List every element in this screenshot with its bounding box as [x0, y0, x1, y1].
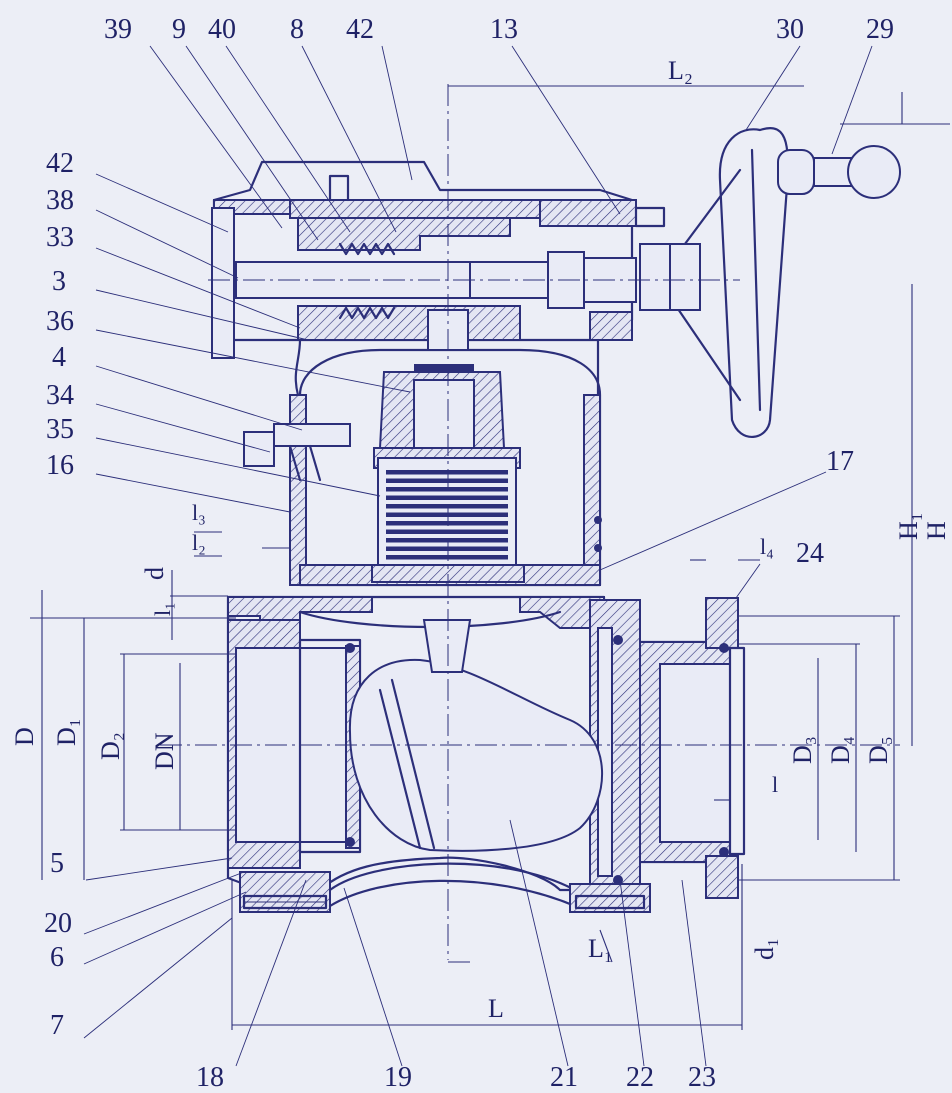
- dim-label-D1: D₁: [52, 718, 81, 746]
- dim-label-l4: l₄: [760, 534, 774, 559]
- handwheel: [669, 127, 901, 438]
- part-label-36: 36: [46, 306, 74, 337]
- part-label-4: 4: [52, 342, 66, 373]
- dim-label-H1: H₁: [894, 512, 923, 540]
- bellows-convolution: [386, 470, 508, 475]
- dim-label-L1: L₁: [588, 934, 613, 963]
- dim-label-H: H: [922, 521, 951, 540]
- part-label-6: 6: [50, 942, 64, 973]
- dim-label-L2: L₂: [668, 56, 693, 85]
- bellows-convolution: [386, 529, 508, 534]
- leader-lines: [83, 45, 873, 1067]
- dim-label-l1: l₁: [150, 602, 175, 616]
- dim-label-d1: d₁: [750, 937, 779, 960]
- bellows-convolution: [386, 487, 508, 492]
- bellows-convolution: [386, 538, 508, 543]
- bellows: [386, 470, 508, 560]
- part-label-19: 19: [384, 1062, 412, 1093]
- dim-label-L: L: [488, 994, 504, 1023]
- part-label-29: 29: [866, 14, 894, 45]
- part-label-35: 35: [46, 414, 74, 445]
- bellows-convolution: [386, 478, 508, 483]
- part-label-3: 3: [52, 266, 66, 297]
- part-label-33: 33: [46, 222, 74, 253]
- bellows-convolution: [386, 504, 508, 509]
- part-label-5: 5: [50, 848, 64, 879]
- bellows-convolution: [386, 512, 508, 517]
- dim-label-d: d: [140, 567, 169, 580]
- part-label-16: 16: [46, 450, 74, 481]
- dim-label-D2: D₂: [96, 732, 125, 760]
- part-label-23: 23: [688, 1062, 716, 1093]
- part-label-9: 9: [172, 14, 186, 45]
- dimension-lines: [30, 85, 950, 1030]
- bellows-convolution: [386, 555, 508, 560]
- dim-label-l3: l₃: [192, 500, 206, 525]
- part-label-38: 38: [46, 185, 74, 216]
- dim-label-l2: l₂: [192, 530, 206, 555]
- dim-label-D4: D₄: [826, 736, 855, 764]
- bellows-convolution: [386, 546, 508, 551]
- valve-ball: [348, 619, 604, 852]
- part-label-8: 8: [290, 14, 304, 45]
- part-label-13: 13: [490, 14, 518, 45]
- part-label-30: 30: [776, 14, 804, 45]
- part-label-40: 40: [208, 14, 236, 45]
- part-label-18: 18: [196, 1062, 224, 1093]
- part-label-21: 21: [550, 1062, 578, 1093]
- gearbox: [211, 160, 671, 397]
- dim-label-D3: D₃: [788, 736, 817, 764]
- dim-label-DN: DN: [150, 732, 179, 770]
- part-label-20: 20: [44, 908, 72, 939]
- part-label-22: 22: [626, 1062, 654, 1093]
- part-label-17: 17: [826, 446, 854, 477]
- part-label-39: 39: [104, 14, 132, 45]
- bonnet: [243, 348, 602, 587]
- dim-label-D5: D₅: [864, 736, 893, 764]
- dim-label-D: D: [10, 727, 39, 746]
- part-label-34: 34: [46, 380, 74, 411]
- part-label-24: 24: [796, 538, 824, 569]
- part-label-42-left: 42: [46, 148, 74, 179]
- dim-label-l: l: [772, 772, 779, 797]
- bellows-convolution: [386, 521, 508, 526]
- part-label-42-top: 42: [346, 14, 374, 45]
- bellows-convolution: [386, 495, 508, 500]
- part-label-7: 7: [50, 1010, 64, 1041]
